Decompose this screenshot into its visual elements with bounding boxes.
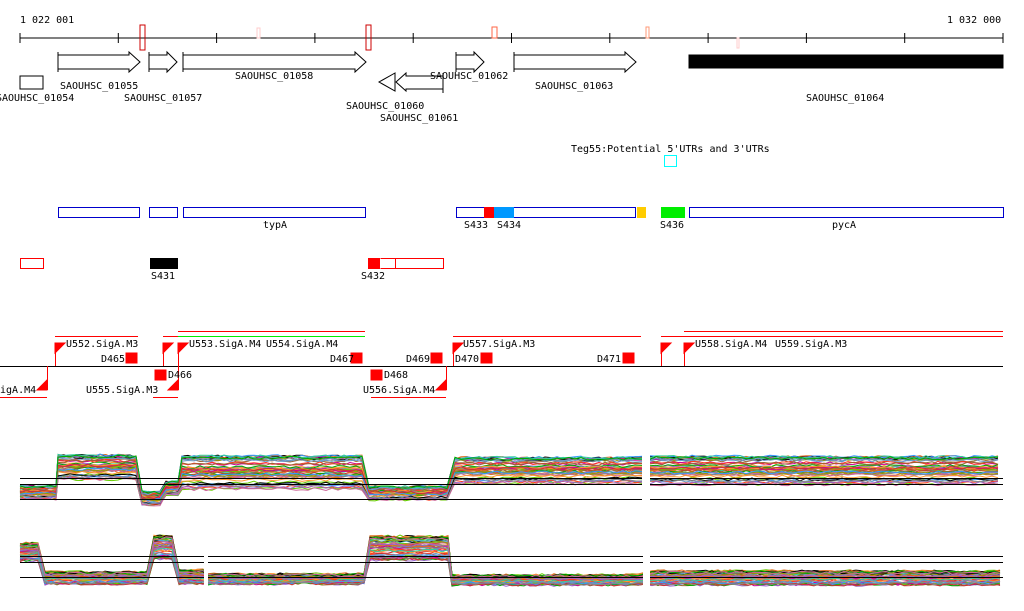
feature-box[interactable] (149, 207, 178, 218)
expression-line (19, 477, 999, 507)
gene-SAOUHSC_01058[interactable] (182, 50, 367, 74)
axis-ruler (19, 33, 1004, 43)
terminator-marker[interactable] (430, 352, 443, 364)
feature-S434[interactable] (494, 207, 514, 218)
gene-SAOUHSC_01054[interactable] (19, 75, 44, 90)
terminator-label: D466 (168, 370, 192, 381)
promoter-label: U558.SigA.M4 (695, 339, 767, 350)
axis-start-label: 1 022 001 (20, 15, 74, 26)
feature-label: typA (263, 220, 287, 231)
promoter-label: U556.SigA.M4 (363, 385, 435, 396)
terminator-label: D471 (597, 354, 621, 365)
gene-label: SAOUHSC_01064 (806, 93, 884, 104)
axis-end-label: 1 032 000 (947, 15, 1001, 26)
feature-box[interactable] (380, 258, 444, 269)
promoter-track (0, 331, 1003, 398)
expression-line (19, 459, 999, 497)
expression-line (19, 467, 999, 501)
terminator-marker[interactable] (370, 369, 383, 381)
expression-plot-1 (19, 428, 1003, 529)
gene-SAOUHSC_01057[interactable] (148, 50, 178, 74)
expression-line (19, 545, 1001, 582)
feature-label: S431 (151, 271, 175, 282)
gene-label: SAOUHSC_01055 (60, 81, 138, 92)
promoter-flag[interactable] (434, 378, 447, 391)
promoter-flag[interactable] (54, 342, 67, 355)
gene-label: SAOUHSC_01062 (430, 71, 508, 82)
feature-S432[interactable] (368, 258, 380, 269)
feature-label: pycA (832, 220, 856, 231)
axis-markers[interactable] (139, 24, 740, 51)
feature-box[interactable] (58, 207, 140, 218)
feature-S436[interactable] (661, 207, 685, 218)
expression-line (19, 454, 999, 495)
gene-SAOUHSC_01062[interactable] (455, 50, 485, 74)
terminator-label: D468 (384, 370, 408, 381)
track-title: Teg55:Potential 5'UTRs and 3'UTRs (571, 144, 770, 155)
terminator-label: D465 (101, 354, 125, 365)
expression-line (19, 554, 1001, 586)
gene-SAOUHSC_01060[interactable] (377, 72, 396, 92)
feature-S431[interactable] (150, 258, 178, 269)
gene-label: SAOUHSC_01061 (380, 113, 458, 124)
promoter-flag[interactable] (162, 342, 175, 355)
expression-line (19, 463, 999, 500)
gene-label: SAOUHSC_01060 (346, 101, 424, 112)
terminator-marker[interactable] (125, 352, 138, 364)
terminator-label: D470 (455, 354, 479, 365)
gene-SAOUHSC_01061[interactable] (395, 71, 444, 93)
gene-SAOUHSC_01064[interactable] (688, 54, 1004, 69)
promoter-label: U555.SigA.M3 (86, 385, 158, 396)
gene-SAOUHSC_01055[interactable] (57, 50, 141, 74)
gene-label: SAOUHSC_01063 (535, 81, 613, 92)
feature-label: S434 (497, 220, 521, 231)
promoter-label: U559.SigA.M3 (775, 339, 847, 350)
feature-label: S433 (464, 220, 488, 231)
gene-label: SAOUHSC_01057 (124, 93, 202, 104)
expression-line (19, 552, 1001, 585)
promoter-label: U553.SigA.M4 (189, 339, 261, 350)
promoter-flag[interactable] (452, 342, 465, 355)
terminator-label: D469 (406, 354, 430, 365)
feature-label: S436 (660, 220, 684, 231)
terminator-marker[interactable] (480, 352, 493, 364)
gene-SAOUHSC_01063[interactable] (513, 50, 637, 74)
promoter-label: SigA.M4 (0, 385, 36, 396)
utr-feature[interactable] (664, 155, 677, 167)
feature-box[interactable] (20, 258, 44, 269)
expression-line (19, 474, 999, 505)
terminator-marker[interactable] (154, 369, 167, 381)
promoter-label: U552.SigA.M3 (66, 339, 138, 350)
feature-label: S432 (361, 271, 385, 282)
feature-typA[interactable] (183, 207, 366, 218)
terminator-label: D467 (330, 354, 354, 365)
expression-plot-2 (19, 506, 1003, 607)
terminator-marker[interactable] (350, 352, 363, 364)
feature-box[interactable] (456, 207, 636, 218)
terminator-marker[interactable] (622, 352, 635, 364)
promoter-flag[interactable] (166, 378, 179, 391)
promoter-flag[interactable] (35, 378, 48, 391)
promoter-label: U554.SigA.M4 (266, 339, 338, 350)
promoter-label: U557.SigA.M3 (463, 339, 535, 350)
gene-label: SAOUHSC_01058 (235, 71, 313, 82)
feature-S433[interactable] (484, 207, 494, 218)
gene-label: SAOUHSC_01054 (0, 93, 74, 104)
promoter-flag[interactable] (660, 342, 673, 355)
feature-yellow[interactable] (637, 207, 646, 218)
expression-line (19, 536, 1001, 579)
feature-pycA[interactable] (689, 207, 1004, 218)
promoter-flag[interactable] (177, 342, 190, 355)
promoter-flag[interactable] (683, 342, 696, 355)
